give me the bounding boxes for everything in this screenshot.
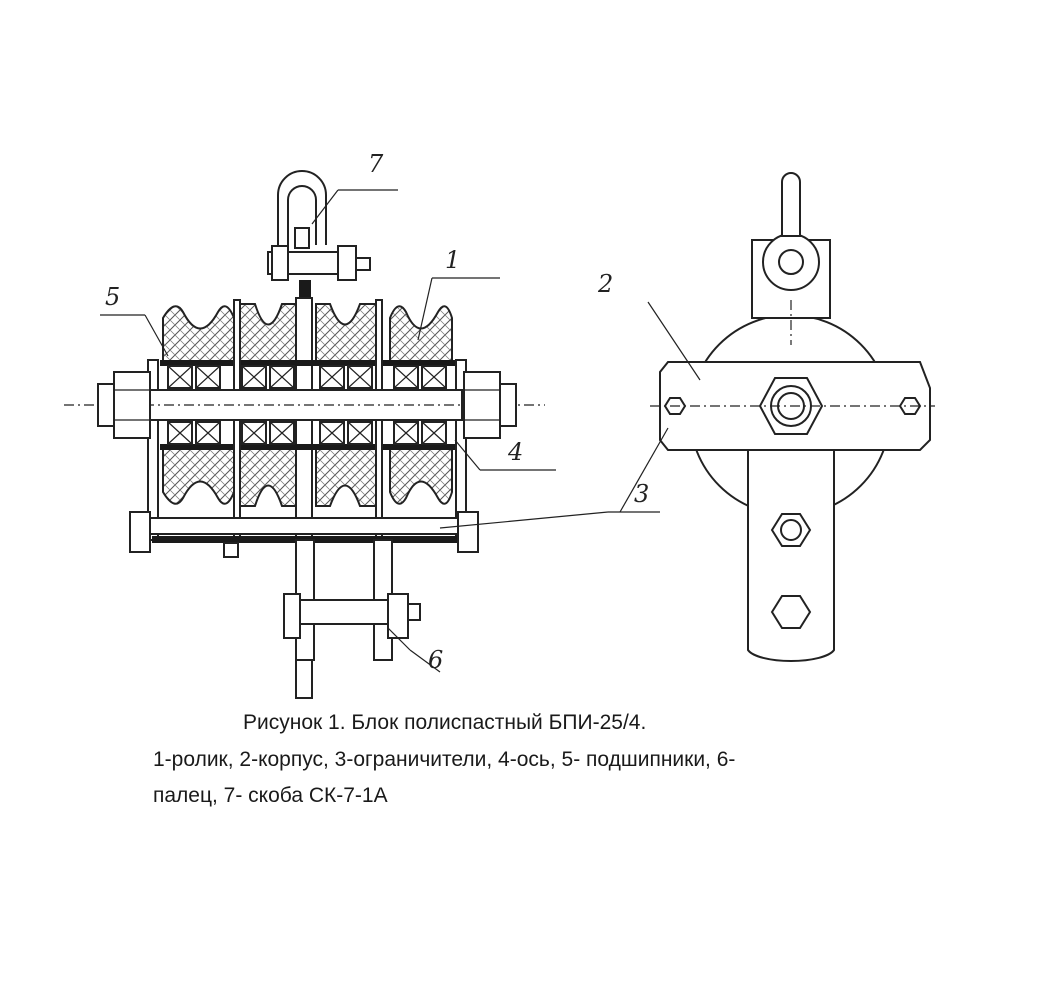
label-shackle: 7 <box>368 150 384 178</box>
label-body: 2 <box>597 270 613 298</box>
leader-lines <box>100 189 660 673</box>
shackle <box>267 170 371 300</box>
label-pin: 6 <box>428 646 443 674</box>
front-view <box>64 170 660 699</box>
caption-legend-line-1: 1-ролик, 2-корпус, 3-ограничители, 4-ось… <box>153 748 736 771</box>
side-view <box>619 172 935 663</box>
caption-title: Рисунок 1. Блок полиспастный БПИ-25/4. <box>243 711 647 734</box>
label-axle: 4 <box>507 438 523 466</box>
lower-clevis-pin <box>283 539 421 661</box>
caption-legend-line-2: палец, 7- скоба СК-7-1А <box>153 784 388 807</box>
bearings <box>160 360 456 450</box>
label-bearings: 5 <box>105 283 120 311</box>
label-roller: 1 <box>445 246 460 274</box>
lower-rollers <box>162 447 453 507</box>
upper-rollers <box>162 303 453 363</box>
label-limiters: 3 <box>634 480 649 508</box>
axle <box>64 371 545 439</box>
